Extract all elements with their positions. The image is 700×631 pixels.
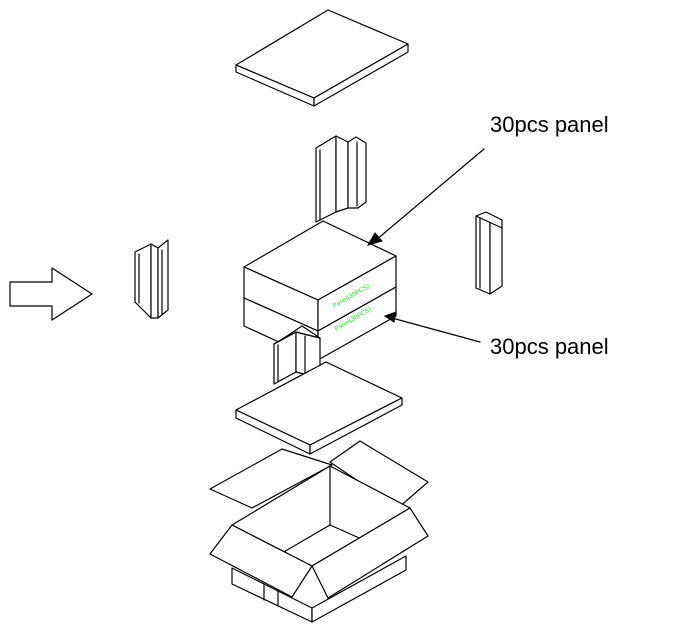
open-carton xyxy=(209,440,429,623)
callout-arrow-upper xyxy=(366,148,485,246)
corner-post-left xyxy=(134,239,169,319)
corner-post-front xyxy=(273,325,321,385)
carton-flap-front-right xyxy=(311,507,429,599)
callout-label-lower: 30pcs panel xyxy=(490,334,609,359)
panel-box-stack: Panel(30PCS) Panel(30PCS) xyxy=(243,220,397,361)
corner-post-right xyxy=(475,211,503,295)
carton-flap-back-left xyxy=(209,448,333,509)
callout-label-upper: 30pcs panel xyxy=(490,112,609,137)
callout-arrow-lower xyxy=(383,311,481,343)
direction-arrow-icon xyxy=(9,267,93,321)
top-cover-board xyxy=(235,9,409,107)
corner-post-top xyxy=(315,135,367,223)
bottom-board xyxy=(235,361,403,455)
carton-side-right xyxy=(311,555,407,623)
